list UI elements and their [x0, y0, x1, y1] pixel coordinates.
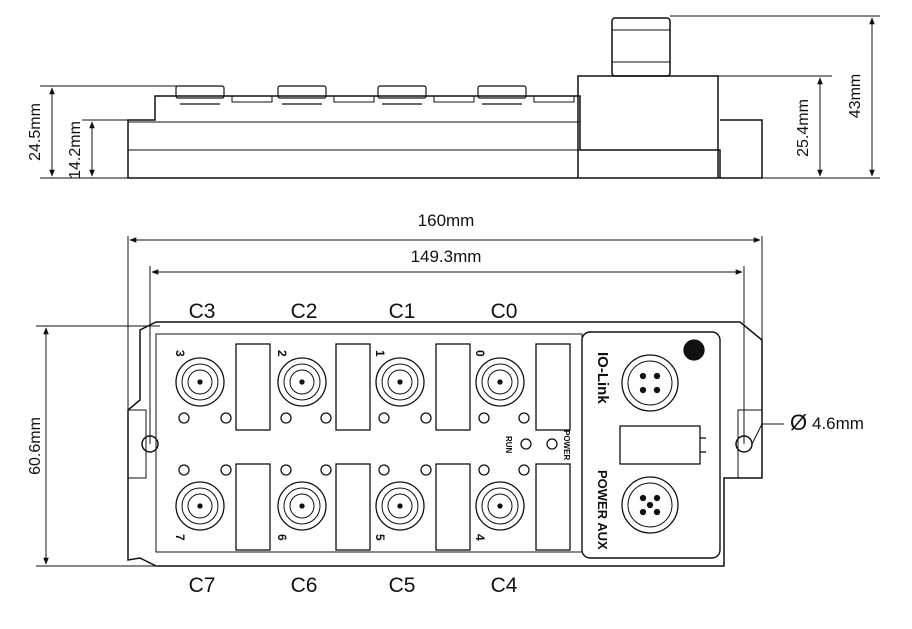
- dim-hole-spacing: 149.3mm: [411, 247, 482, 266]
- port-1: [375, 357, 425, 407]
- side-io-foot: [720, 119, 763, 179]
- side-io-connector: [611, 17, 671, 77]
- mount-hole-left: [141, 435, 159, 453]
- port-number-1: 1: [373, 350, 387, 357]
- port-number-5: 5: [373, 534, 387, 541]
- power-aux-connector: [621, 476, 679, 534]
- port-2: [277, 357, 327, 407]
- mount-hole-right: [735, 435, 753, 453]
- channel-label-c0: C0: [491, 300, 518, 323]
- module-body: [127, 321, 763, 567]
- run-label: RUN: [504, 436, 513, 454]
- power-led: [546, 438, 558, 450]
- logo-icon: [683, 339, 705, 361]
- port-5: [375, 481, 425, 531]
- dim-height-io-block: 25.4mm: [795, 99, 812, 157]
- side-port-connectors: [175, 85, 527, 105]
- power-label: POWER: [562, 430, 571, 460]
- side-base-outline: [127, 95, 721, 179]
- channel-label-c3: C3: [189, 300, 216, 323]
- io-link-label: IO-Link: [594, 352, 611, 404]
- port-number-2: 2: [275, 350, 289, 357]
- channel-label-c5: C5: [389, 574, 416, 597]
- ports-bottom-row: [175, 438, 571, 551]
- port-6: [277, 481, 327, 531]
- port-0: [475, 357, 525, 407]
- channel-label-c7: C7: [189, 574, 216, 597]
- io-link-connector: [621, 354, 679, 412]
- channel-label-c1: C1: [389, 300, 416, 323]
- dim-hole-diameter: 4.6mm: [812, 414, 864, 433]
- port-number-4: 4: [473, 534, 487, 541]
- port-7: [175, 481, 225, 531]
- port-number-7: 7: [173, 534, 187, 541]
- channel-label-c4: C4: [491, 574, 518, 597]
- power-aux-label: POWER AUX: [595, 470, 610, 550]
- channel-label-c6: C6: [291, 574, 318, 597]
- io-link-block: [619, 339, 706, 534]
- ports-top-row: [175, 343, 571, 431]
- io-link-window: [619, 425, 701, 465]
- port-4: [475, 481, 525, 531]
- side-port-bumps: [231, 95, 575, 103]
- side-view-dimensions: [40, 15, 880, 179]
- dim-width: 60.6mm: [27, 417, 44, 475]
- port-number-0: 0: [473, 350, 487, 357]
- port-3: [175, 357, 225, 407]
- run-led: [520, 438, 532, 450]
- port-number-3: 3: [173, 350, 187, 357]
- dim-overall-length: 160mm: [418, 211, 475, 230]
- dim-height-connectors: 24.5mm: [27, 103, 44, 161]
- dim-height-total: 43mm: [847, 74, 864, 118]
- dim-height-body: 14.2mm: [67, 121, 84, 179]
- side-view: [127, 17, 763, 179]
- side-io-block: [577, 75, 719, 178]
- diameter-symbol: Ø: [790, 410, 807, 435]
- port-number-6: 6: [275, 534, 289, 541]
- channel-label-c2: C2: [291, 300, 318, 323]
